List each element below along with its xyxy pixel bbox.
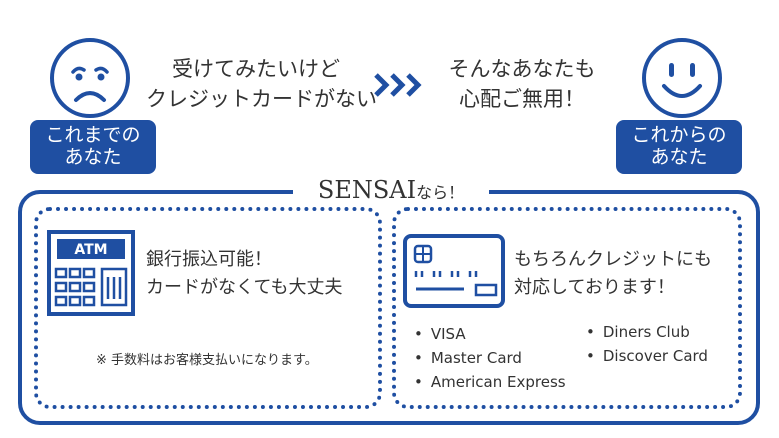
sad-face-icon	[50, 38, 130, 118]
after-message: そんなあなたも 心配ご無用！	[432, 54, 612, 114]
before-message-line1: 受けてみたいけど	[172, 57, 340, 81]
credit-line1: もちろんクレジットにも	[514, 249, 712, 270]
after-message-line1: そんなあなたも	[448, 57, 596, 81]
before-badge: これまでの あなた	[30, 120, 156, 174]
before-message-line2: クレジットカードがない	[146, 87, 377, 111]
fee-note: ※ 手数料はお客様支払いになります。	[96, 353, 318, 368]
bank-line2: カードがなくても大丈夫	[146, 277, 343, 298]
before-message: 受けてみたいけど クレジットカードがない	[146, 54, 377, 114]
before-badge-line2: あなた	[64, 146, 122, 168]
card-brand-list-right: Diners Club Discover Card	[586, 320, 708, 368]
triple-chevron-arrow-icon	[374, 73, 422, 97]
card-brand-item: Master Card	[414, 346, 566, 370]
bank-transfer-box	[34, 207, 382, 409]
section-title-main: SENSAI	[317, 176, 417, 204]
card-brand-list-left: VISA Master Card American Express	[414, 322, 566, 394]
credit-line2: 対応しております！	[514, 277, 675, 298]
atm-icon: ATM	[47, 230, 135, 316]
section-title-sub: なら！	[416, 183, 465, 202]
credit-card-icon	[403, 234, 505, 308]
section-title: SENSAIなら！	[293, 172, 489, 208]
happy-face-icon	[642, 38, 722, 118]
credit-card-box	[392, 207, 742, 409]
card-brand-item: Discover Card	[586, 344, 708, 368]
before-badge-line1: これまでの	[45, 124, 141, 146]
card-brand-item: American Express	[414, 370, 566, 394]
bank-line1: 銀行振込可能！	[146, 249, 272, 270]
card-brand-item: Diners Club	[586, 320, 708, 344]
credit-card-text: もちろんクレジットにも 対応しております！	[514, 246, 712, 302]
after-badge-line1: これからの	[631, 124, 727, 146]
bank-transfer-text: 銀行振込可能！ カードがなくても大丈夫	[146, 246, 343, 302]
after-badge: これからの あなた	[616, 120, 742, 174]
after-message-line2: 心配ご無用！	[459, 87, 585, 111]
after-badge-line2: あなた	[650, 146, 708, 168]
atm-label: ATM	[74, 242, 107, 258]
card-brand-item: VISA	[414, 322, 566, 346]
